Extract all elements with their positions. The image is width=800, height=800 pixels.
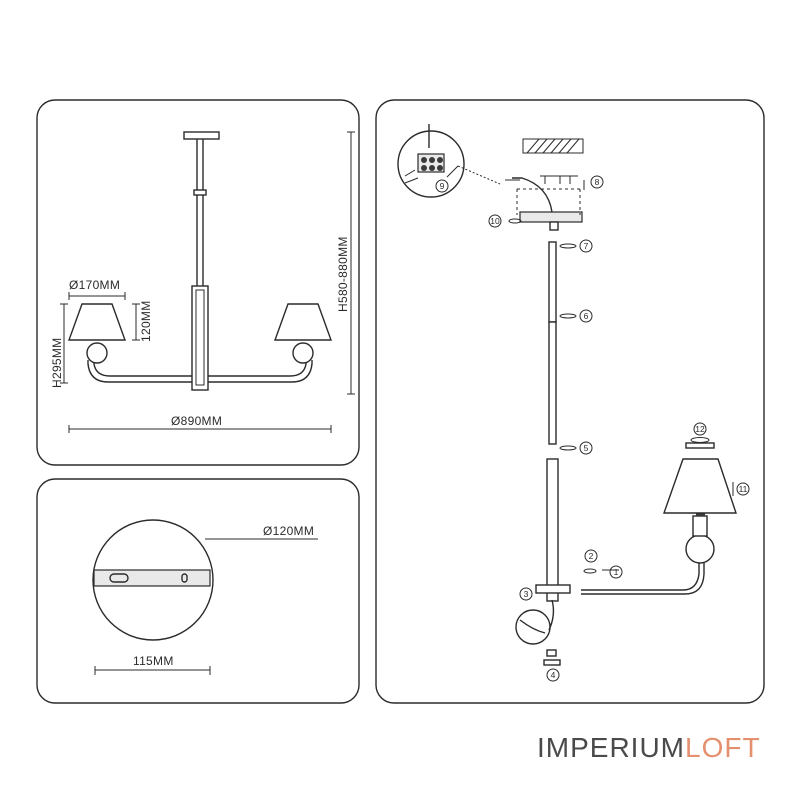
- svg-text:3: 3: [524, 589, 529, 599]
- assembly-panel: 1 2 3 4 5 6 7 8 9 10 11 12: [375, 99, 765, 704]
- step-marker-7: 7: [579, 239, 593, 253]
- svg-text:1: 1: [614, 567, 619, 577]
- left-shade: [68, 303, 126, 341]
- left-bulb-holder: [86, 342, 108, 364]
- shade-height-label: 120MM: [139, 300, 153, 342]
- total-height-label: H580-880MM: [336, 236, 350, 312]
- step-marker-6: 6: [579, 309, 593, 323]
- central-body: [191, 285, 209, 391]
- svg-text:6: 6: [584, 311, 589, 321]
- step-marker-2: 2: [584, 549, 598, 563]
- right-shade: [274, 303, 332, 341]
- lamp-shade: [663, 458, 737, 514]
- bulb-holder: [685, 534, 715, 564]
- svg-text:11: 11: [739, 484, 748, 494]
- total-width-label: Ø890MM: [171, 414, 222, 428]
- canopy-diameter-label: Ø120MM: [263, 524, 314, 538]
- arm-height-label: H295MM: [50, 338, 64, 388]
- step-marker-1: 1: [609, 565, 623, 579]
- brand-logo: IMPERIUMLOFT: [537, 732, 761, 764]
- mounting-plate-panel: Ø120MM 115MM: [36, 478, 360, 704]
- svg-text:9: 9: [440, 181, 445, 191]
- step-marker-5: 5: [579, 441, 593, 455]
- svg-text:7: 7: [584, 241, 589, 251]
- rod-upper: [548, 241, 557, 323]
- svg-text:2: 2: [589, 551, 594, 561]
- plate-length-label: 115MM: [133, 654, 174, 668]
- svg-text:8: 8: [595, 177, 600, 187]
- svg-text:10: 10: [490, 216, 500, 226]
- brand-part-1: IMPERIUM: [537, 732, 685, 763]
- brand-part-2: LOFT: [685, 732, 761, 763]
- svg-text:5: 5: [584, 443, 589, 453]
- ceiling-plate: [519, 211, 583, 223]
- step-marker-10: 10: [488, 214, 502, 228]
- shade-diameter-label: Ø170MM: [69, 278, 120, 292]
- step-marker-9: 9: [435, 179, 449, 193]
- step-marker-11: 11: [736, 482, 750, 496]
- mounting-bar: [93, 569, 211, 587]
- svg-text:4: 4: [551, 670, 556, 680]
- step-marker-12: 12: [693, 422, 707, 436]
- ceiling-canopy: [183, 131, 220, 140]
- svg-text:12: 12: [695, 424, 705, 434]
- dimensions-panel: Ø170MM 120MM H295MM H580-880MM Ø890MM: [36, 99, 360, 466]
- step-marker-8: 8: [590, 175, 604, 189]
- right-bulb-holder: [292, 342, 314, 364]
- central-body-tube: [546, 458, 559, 602]
- step-marker-3: 3: [519, 587, 533, 601]
- step-marker-4: 4: [546, 668, 560, 682]
- rod-middle: [548, 321, 557, 445]
